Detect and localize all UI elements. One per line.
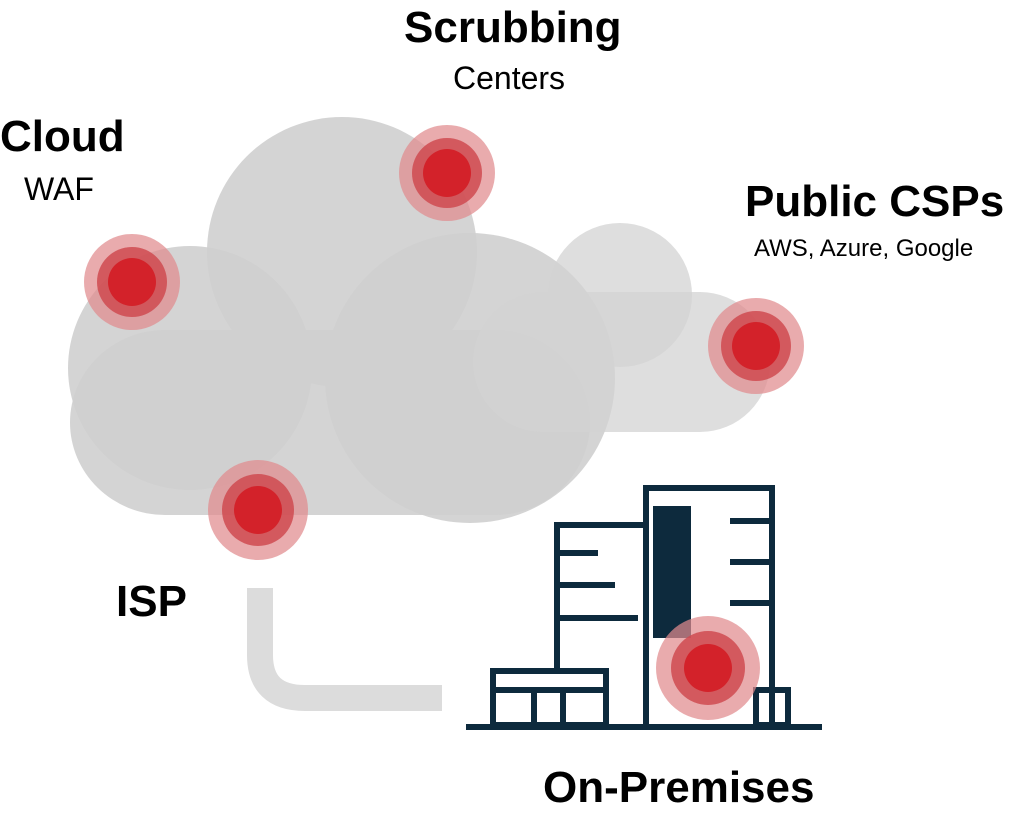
public-csps-marker bbox=[708, 298, 804, 394]
csp-subtitle: AWS, Azure, Google bbox=[754, 235, 974, 262]
on-premises-marker bbox=[656, 616, 760, 720]
scrubbing-subtitle: Centers bbox=[453, 60, 566, 96]
isp-title: ISP bbox=[116, 577, 187, 626]
scrubbing-title: Scrubbing bbox=[404, 3, 622, 52]
building-dark-panel bbox=[653, 506, 691, 638]
onprem-title: On-Premises bbox=[543, 763, 815, 812]
csp-title: Public CSPs bbox=[745, 177, 1005, 226]
scrubbing-centers-marker bbox=[399, 125, 495, 221]
cloud-title: Cloud bbox=[0, 112, 125, 161]
building-icon bbox=[466, 485, 822, 730]
cloud-waf-marker bbox=[84, 234, 180, 330]
network-link-pipe bbox=[247, 588, 442, 711]
isp-marker bbox=[208, 460, 308, 560]
cloud-subtitle: WAF bbox=[24, 171, 94, 207]
secondary-cloud-shape bbox=[473, 223, 770, 432]
